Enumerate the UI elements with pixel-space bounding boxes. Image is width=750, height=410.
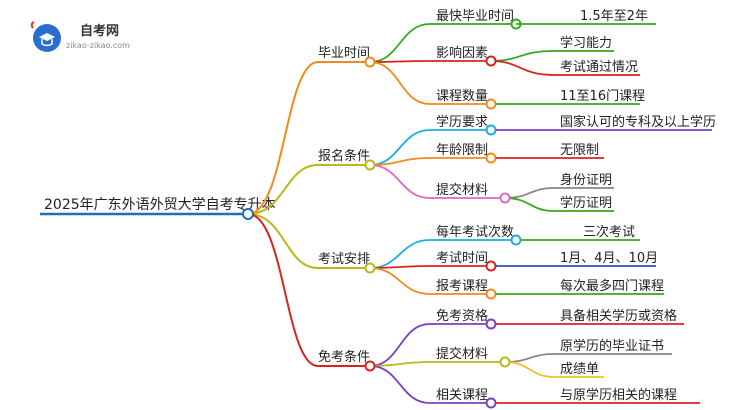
node-label: 提交材料 bbox=[436, 346, 488, 362]
root-label: 2025年广东外语外贸大学自考专升本 bbox=[44, 197, 276, 213]
node-education-requirement[interactable]: 学历要求 国家认可的专科及以上学历 bbox=[430, 114, 716, 136]
graduation-cap-icon bbox=[39, 33, 55, 41]
leaf-label: 国家认可的专科及以上学历 bbox=[560, 114, 716, 130]
leaf-label: 原学历的毕业证书 bbox=[560, 338, 664, 354]
node-label: 影响因素 bbox=[436, 45, 488, 61]
leaf-label: 1.5年至2年 bbox=[580, 9, 648, 24]
leaf-label: 1月、4月、10月 bbox=[560, 251, 658, 266]
node-collapse-toggle[interactable] bbox=[485, 152, 497, 164]
node-collapse-toggle[interactable] bbox=[499, 356, 511, 368]
node-collapse-toggle[interactable] bbox=[485, 397, 497, 409]
branch-label: 毕业时间 bbox=[318, 46, 370, 61]
node-label: 考试时间 bbox=[436, 251, 488, 266]
leaf-label: 成绩单 bbox=[560, 362, 599, 377]
branch-collapse-toggle[interactable] bbox=[364, 360, 376, 372]
node-collapse-toggle[interactable] bbox=[485, 124, 497, 136]
node-collapse-toggle[interactable] bbox=[499, 192, 511, 204]
branch-label: 考试安排 bbox=[318, 252, 370, 267]
node-exams-per-year[interactable]: 每年考试次数 三次考试 bbox=[430, 224, 640, 246]
leaf-label: 11至16门课程 bbox=[560, 89, 645, 104]
node-label: 每年考试次数 bbox=[436, 224, 514, 240]
node-collapse-toggle[interactable] bbox=[485, 98, 497, 110]
node-exemption-eligibility[interactable]: 免考资格 具备相关学历或资格 bbox=[430, 308, 684, 330]
node-label: 年龄限制 bbox=[436, 143, 488, 158]
logo-title: 自考网 bbox=[80, 23, 119, 39]
leaf-label: 学习能力 bbox=[560, 35, 612, 51]
branch-exam-arrangement[interactable]: 考试安排 每年考试次数 三次考试 考试时间 1月、4月、10月 报考课程 每次最… bbox=[318, 224, 664, 300]
branch-exemption-conditions[interactable]: 免考条件 免考资格 具备相关学历或资格 提交材料 原学历的毕业证书 成绩单 相关… bbox=[318, 308, 700, 409]
branch-label: 报名条件 bbox=[318, 148, 370, 164]
node-label: 学历要求 bbox=[436, 114, 488, 130]
leaf-label: 具备相关学历或资格 bbox=[560, 308, 677, 324]
node-collapse-toggle[interactable] bbox=[485, 55, 497, 67]
node-label: 最快毕业时间 bbox=[436, 9, 514, 24]
node-label: 课程数量 bbox=[436, 89, 488, 104]
node-collapse-toggle[interactable] bbox=[510, 234, 522, 246]
node-label: 提交材料 bbox=[436, 182, 488, 198]
branch-collapse-toggle[interactable] bbox=[364, 262, 376, 274]
node-collapse-toggle[interactable] bbox=[485, 288, 497, 300]
node-collapse-toggle[interactable] bbox=[485, 318, 497, 330]
root-node[interactable]: 2025年广东外语外贸大学自考专升本 bbox=[40, 197, 276, 216]
root-collapse-toggle[interactable] bbox=[242, 208, 254, 220]
node-course-count[interactable]: 课程数量 11至16门课程 bbox=[430, 89, 645, 110]
logo-subtitle: zikao-zikao.com bbox=[66, 41, 130, 50]
branch-graduation-time[interactable]: 毕业时间 最快毕业时间 1.5年至2年 影响因素 学习能力 考试通过情况 课程数… bbox=[318, 9, 656, 110]
leaf-label: 无限制 bbox=[560, 143, 599, 158]
node-influencing-factors[interactable]: 影响因素 学习能力 考试通过情况 bbox=[430, 35, 640, 76]
node-registered-courses[interactable]: 报考课程 每次最多四门课程 bbox=[430, 278, 664, 300]
leaf-label: 三次考试 bbox=[583, 224, 635, 240]
branch-collapse-toggle[interactable] bbox=[364, 159, 376, 171]
leaf-label: 学历证明 bbox=[560, 195, 612, 211]
node-submit-materials[interactable]: 提交材料 身份证明 学历证明 bbox=[430, 172, 614, 212]
node-exemption-materials[interactable]: 提交材料 原学历的毕业证书 成绩单 bbox=[430, 338, 672, 378]
node-label: 报考课程 bbox=[436, 279, 488, 294]
branch-registration-conditions[interactable]: 报名条件 学历要求 国家认可的专科及以上学历 年龄限制 无限制 提交材料 身份证… bbox=[318, 114, 716, 212]
node-related-courses[interactable]: 相关课程 与原学历相关的课程 bbox=[430, 387, 700, 409]
leaf-label: 身份证明 bbox=[560, 172, 612, 188]
branch-collapse-toggle[interactable] bbox=[364, 56, 376, 68]
node-collapse-toggle[interactable] bbox=[485, 260, 497, 272]
node-fastest-graduation[interactable]: 最快毕业时间 1.5年至2年 bbox=[430, 9, 656, 30]
node-label: 相关课程 bbox=[436, 388, 488, 403]
leaf-label: 考试通过情况 bbox=[560, 60, 638, 75]
root-connectors bbox=[247, 61, 319, 367]
site-logo[interactable]: 自考网 zikao-zikao.com bbox=[30, 21, 130, 52]
node-exam-time[interactable]: 考试时间 1月、4月、10月 bbox=[430, 251, 658, 272]
node-label: 免考资格 bbox=[436, 308, 488, 324]
leaf-label: 每次最多四门课程 bbox=[560, 278, 664, 294]
leaf-label: 与原学历相关的课程 bbox=[560, 387, 677, 403]
branch-label: 免考条件 bbox=[318, 349, 370, 365]
node-age-limit[interactable]: 年龄限制 无限制 bbox=[430, 143, 604, 164]
